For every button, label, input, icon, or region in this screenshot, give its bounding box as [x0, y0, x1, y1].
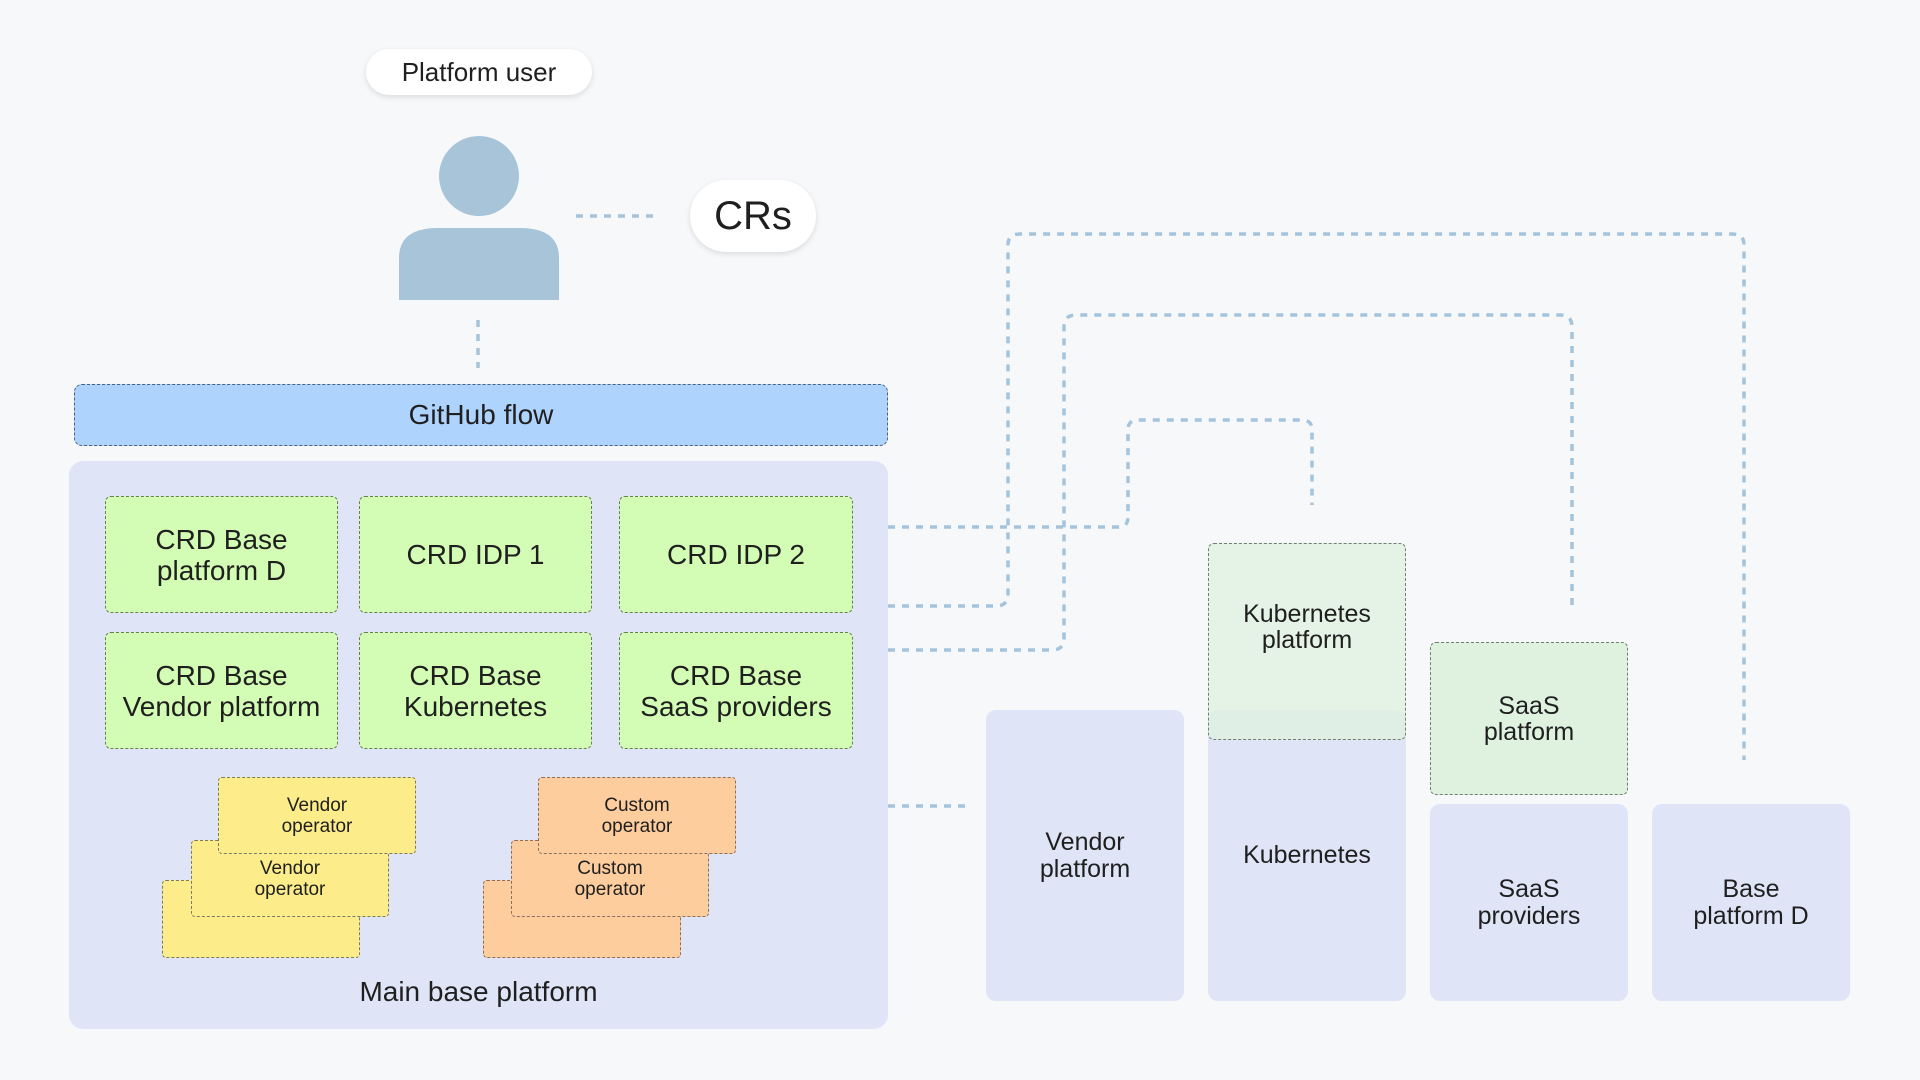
connector-to-kubernetes-platform: [888, 418, 1314, 529]
base-platform-d-box: Base platform D: [1652, 804, 1850, 1001]
crd-idp-1: CRD IDP 1: [359, 496, 592, 613]
main-base-platform-label: Main base platform: [359, 976, 598, 1007]
crs-label: CRs: [714, 193, 792, 238]
platform-user-label-pill: Platform user: [366, 49, 592, 95]
crd-idp-2: CRD IDP 2: [619, 496, 853, 613]
github-flow-bar: GitHub flow: [74, 384, 888, 446]
crd-base-vendor-platform: CRD Base Vendor platform: [105, 632, 338, 749]
main-base-platform-label-wrap: Main base platform: [69, 970, 888, 1014]
vendor-platform-box: Vendor platform: [986, 710, 1184, 1001]
connector-to-base-platform-d: [888, 232, 1746, 760]
crd-base-platform-d: CRD Base platform D: [105, 496, 338, 613]
crs-pill: CRs: [690, 180, 816, 252]
kubernetes-platform-box: Kubernetes platform: [1208, 543, 1406, 740]
platform-user-label: Platform user: [401, 56, 557, 87]
crd-base-kubernetes: CRD Base Kubernetes: [359, 632, 592, 749]
github-flow-label: GitHub flow: [408, 399, 554, 430]
saas-providers-box: SaaS providers: [1430, 804, 1628, 1001]
saas-platform-box: SaaS platform: [1430, 642, 1628, 795]
custom-operator-card-front: Custom operator: [538, 777, 736, 854]
crd-base-saas-providers: CRD Base SaaS providers: [619, 632, 853, 749]
user-icon: [399, 136, 559, 300]
vendor-operator-card-front: Vendor operator: [218, 777, 416, 854]
connector-to-saas-platform: [888, 313, 1574, 652]
kubernetes-box: Kubernetes: [1208, 710, 1406, 1001]
